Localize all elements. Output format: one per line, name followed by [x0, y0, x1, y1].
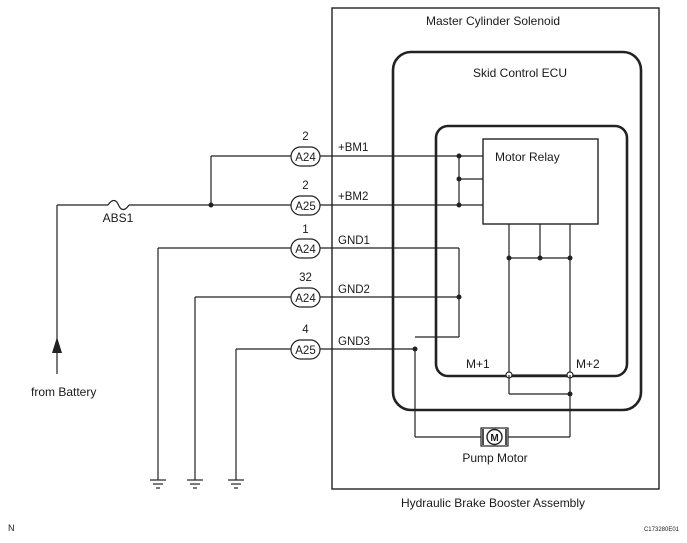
- pump-motor-symbol: M: [480, 427, 509, 447]
- fuse-abs1-symbol: [107, 199, 130, 211]
- ground-wiring: [320, 247, 460, 350]
- motor-relay-label: Motor Relay: [495, 150, 560, 164]
- connector-5: A25 4 GND3: [290, 324, 370, 360]
- pump-motor-label: Pump Motor: [462, 451, 527, 465]
- connector-4: A24 32 GND2: [290, 272, 370, 308]
- connector-1: A24 2 +BM1: [290, 131, 368, 167]
- figure-code: C173280E01: [644, 527, 680, 533]
- skid-control-ecu-label: Skid Control ECU: [473, 66, 567, 80]
- connector-3: A24 1 GND1: [290, 224, 370, 259]
- connector-1-signal: +BM1: [338, 142, 368, 154]
- power-wiring: [56, 155, 483, 352]
- connector-4-id: A24: [295, 293, 316, 305]
- connector-4-pin: 32: [299, 272, 312, 284]
- pump-motor-wiring: [414, 349, 571, 438]
- junction-dot: [412, 346, 418, 352]
- fuse-abs1-label: ABS1: [103, 211, 134, 225]
- corner-mark-left: N: [8, 523, 15, 533]
- battery-arrow-icon: [52, 337, 62, 353]
- connector-5-pin: 4: [302, 324, 309, 336]
- ground-icon: [228, 479, 244, 489]
- relay-wiring: [458, 156, 571, 376]
- motor-symbol-letter: M: [490, 433, 498, 444]
- connector-2: A25 2 +BM2: [290, 180, 368, 216]
- junction-dot: [208, 202, 214, 208]
- ground-icon: [150, 479, 166, 489]
- inner-circuit-box: [434, 124, 629, 378]
- connector-3-pin: 1: [302, 224, 308, 236]
- connector-2-id: A25: [295, 201, 315, 213]
- junction-dot: [537, 255, 543, 261]
- connector-1-pin: 2: [302, 131, 308, 143]
- connector-3-signal: GND1: [338, 235, 370, 247]
- connector-1-id: A24: [295, 152, 316, 164]
- skid-control-ecu-box: [391, 50, 643, 412]
- connector-2-signal: +BM2: [338, 191, 368, 203]
- junction-dot: [506, 255, 512, 261]
- connector-5-signal: GND3: [338, 336, 370, 348]
- connector-2-pin: 2: [302, 180, 308, 192]
- m-plus-1-label: M+1: [466, 357, 490, 371]
- junction-dot: [567, 255, 573, 261]
- ground-leads: [157, 247, 291, 480]
- m-plus-2-label: M+2: [576, 357, 600, 371]
- junction-dot: [456, 294, 462, 300]
- connector-3-id: A24: [295, 244, 316, 256]
- junction-dot: [567, 391, 573, 397]
- hydraulic-brake-booster-assembly-label: Hydraulic Brake Booster Assembly: [401, 496, 585, 510]
- master-cylinder-solenoid-label: Master Cylinder Solenoid: [426, 14, 560, 28]
- from-battery-label: from Battery: [31, 385, 96, 399]
- ground-icon: [187, 479, 203, 489]
- connector-5-id: A25: [295, 345, 315, 357]
- connector-4-signal: GND2: [338, 284, 370, 296]
- junction-dot: [456, 176, 462, 182]
